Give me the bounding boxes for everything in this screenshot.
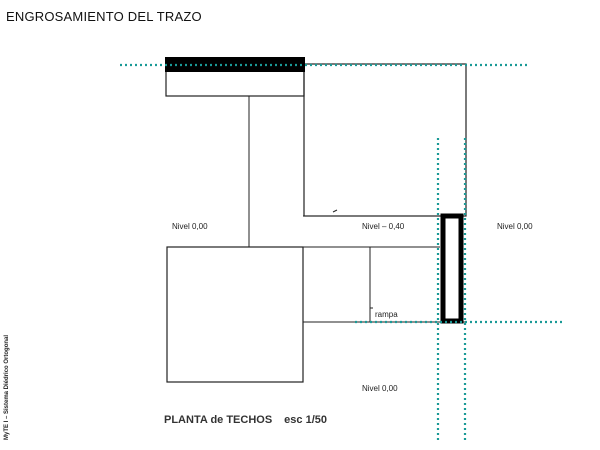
ramp-label: rampa bbox=[375, 310, 398, 319]
plan-title: PLANTA de TECHOS bbox=[164, 414, 273, 426]
level-label-left: Nivel 0,00 bbox=[172, 222, 208, 231]
lower-left-block bbox=[166, 246, 304, 383]
level-label-right: Nivel 0,00 bbox=[497, 222, 533, 231]
level-label-bottom: Nivel 0,00 bbox=[362, 384, 398, 393]
plan-scale: esc 1/50 bbox=[284, 414, 327, 426]
page-title: ENGROSAMIENTO DEL TRAZO bbox=[6, 9, 202, 24]
side-vertical-text: MyTE I – Sistema Diédrico Ortogonal bbox=[4, 334, 10, 440]
level-label-mid: Nivel – 0,40 bbox=[362, 222, 405, 231]
plan-caption: PLANTA de TECHOS esc 1/50 bbox=[164, 414, 339, 426]
thick-vertical-frame bbox=[440, 213, 464, 324]
dash-mark bbox=[332, 209, 338, 213]
top-right-block bbox=[303, 63, 467, 217]
